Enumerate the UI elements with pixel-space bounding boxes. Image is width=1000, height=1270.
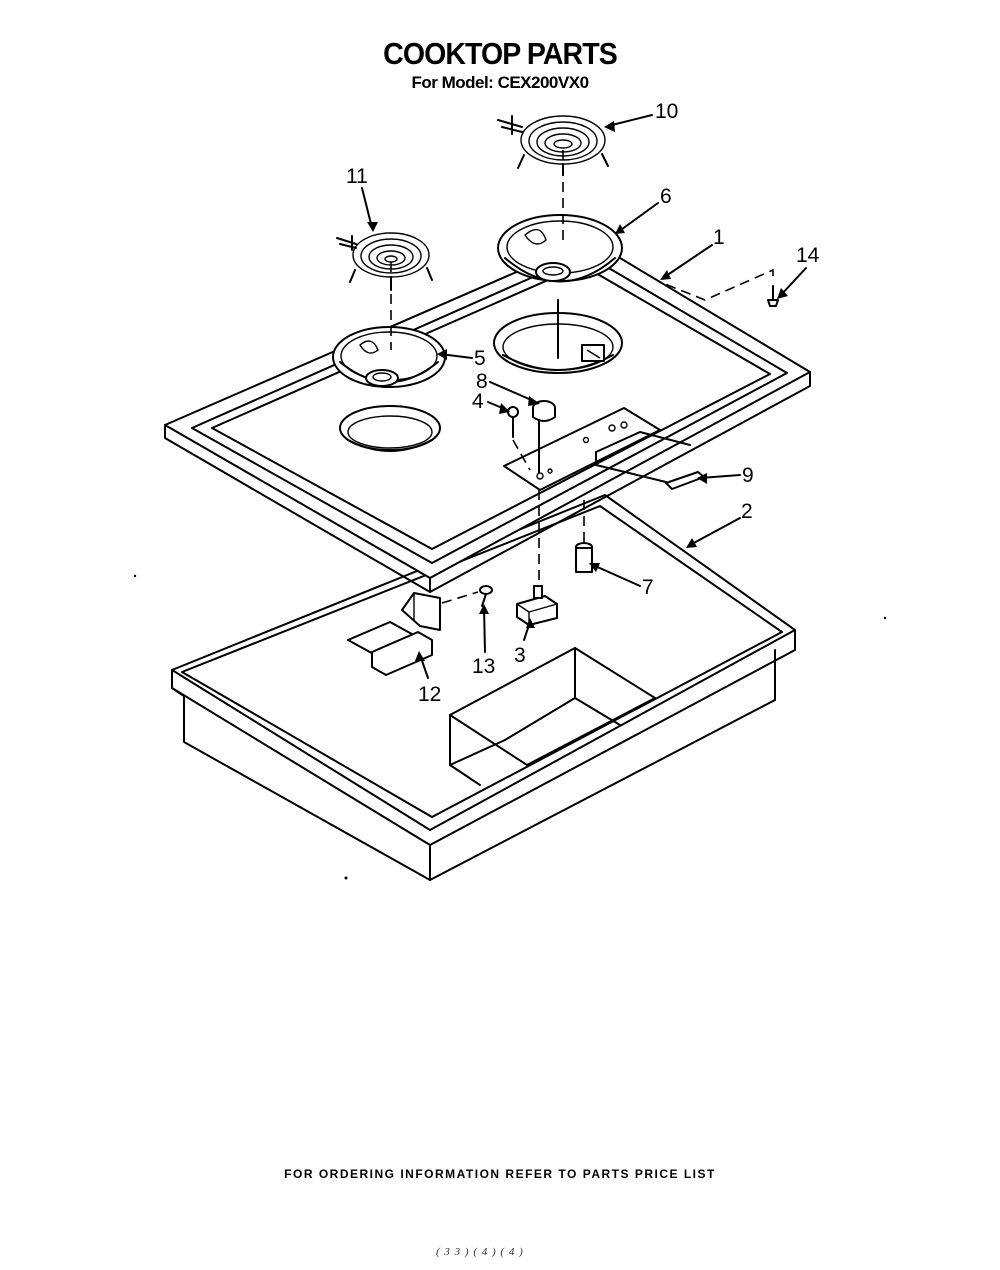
- document-code: ( 3 3 ) ( 4 ) ( 4 ): [436, 1246, 524, 1258]
- screw-13: [441, 585, 493, 607]
- callout-6: 6: [660, 185, 672, 208]
- callout-12: 12: [418, 683, 441, 706]
- callout-10: 10: [655, 100, 678, 123]
- terminal-block-7: [575, 500, 593, 573]
- surface-element-small: [336, 232, 433, 350]
- control-knob: [532, 400, 556, 473]
- callout-11: 11: [346, 165, 368, 188]
- surface-element-large: [497, 115, 609, 359]
- model-subtitle: For Model: CEX200VX0: [411, 73, 589, 92]
- infinite-switch: [516, 490, 558, 626]
- callout-3: 3: [514, 644, 526, 667]
- drip-bowl-small: [332, 326, 446, 388]
- callout-4: 4: [472, 390, 484, 413]
- callout-7: 7: [642, 576, 654, 599]
- cooktop-main-top: [164, 239, 811, 593]
- callout-13: 13: [472, 655, 495, 678]
- screw-4: [507, 406, 531, 471]
- trim-strip: [665, 471, 705, 490]
- callout-5: 5: [474, 347, 486, 370]
- burner-box: [171, 494, 796, 881]
- mounting-bracket: [347, 592, 441, 676]
- drip-bowl-large: [497, 214, 623, 283]
- ordering-info-footer: FOR ORDERING INFORMATION REFER TO PARTS …: [284, 1167, 716, 1181]
- callout-1: 1: [713, 226, 725, 249]
- callout-14: 14: [796, 244, 820, 267]
- callout-2: 2: [741, 500, 753, 523]
- screw-14: [659, 268, 779, 307]
- callout-9: 9: [742, 464, 754, 487]
- page-title: COOKTOP PARTS: [383, 36, 618, 71]
- callout-8: 8: [476, 370, 488, 393]
- leader-lines: [361, 114, 807, 679]
